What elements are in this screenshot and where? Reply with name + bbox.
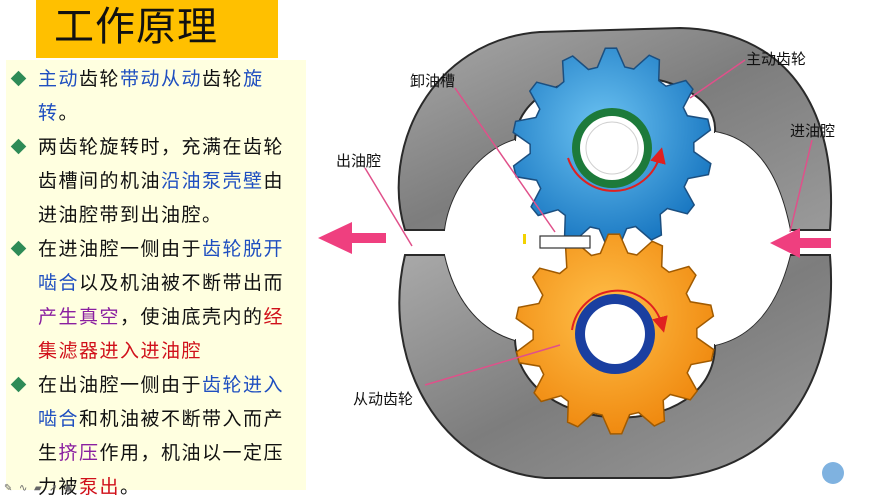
label-drive-gear: 主动齿轮 [746,50,807,68]
bullet-text: 在出油腔一侧由于齿轮进入啮合和机油被不断带入而产生挤压作用，机油以一定压力被泵出… [38,374,285,498]
pointer-icon[interactable]: ➚ [49,483,58,494]
eraser-icon[interactable]: ▰ [34,483,42,494]
bullet-2: 两齿轮旋转时，充满在齿轮齿槽间的机油沿油泵壳壁由进油腔带到出油腔。 [10,130,298,232]
slide-toolbar: ✎ ∿ ▰ ➚ ◉ [4,484,73,498]
relief-groove [539,235,591,249]
inlet-arrow [770,228,831,258]
explanation-panel: 主动齿轮带动从动齿轮旋转。 两齿轮旋转时，充满在齿轮齿槽间的机油沿油泵壳壁由进油… [6,60,306,498]
title-bar [36,0,278,58]
highlighter-icon[interactable]: ∿ [19,483,28,494]
bullet-3: 在进油腔一侧由于齿轮脱开啮合以及机油被不断带出而产生真空，使油底壳内的经集滤器进… [10,232,298,368]
outlet-arrow [318,222,386,254]
drive-gear [512,47,712,249]
driven-gear [515,233,715,435]
label-outlet-chamber: 出油腔 [336,152,382,170]
bullet-4: 在出油腔一侧由于齿轮进入啮合和机油被不断带入而产生挤压作用，机油以一定压力被泵出… [10,368,298,504]
label-inlet-chamber: 进油腔 [790,122,836,140]
bullet-text: 主动齿轮带动从动齿轮旋转。 [38,68,264,124]
bullet-1: 主动齿轮带动从动齿轮旋转。 [10,62,298,130]
page-title: 工作原理 [54,4,218,50]
more-icon[interactable]: ◉ [64,483,73,494]
bullet-text: 在进油腔一侧由于齿轮脱开啮合以及机油被不断带出而产生真空，使油底壳内的经集滤器进… [38,238,285,362]
slide-badge-icon [822,462,844,484]
label-relief-groove: 卸油槽 [410,72,456,90]
label-driven-gear: 从动齿轮 [353,390,414,408]
marker-tick [523,234,526,244]
bullet-text: 两齿轮旋转时，充满在齿轮齿槽间的机油沿油泵壳壁由进油腔带到出油腔。 [38,136,285,226]
pen-icon[interactable]: ✎ [4,483,13,494]
